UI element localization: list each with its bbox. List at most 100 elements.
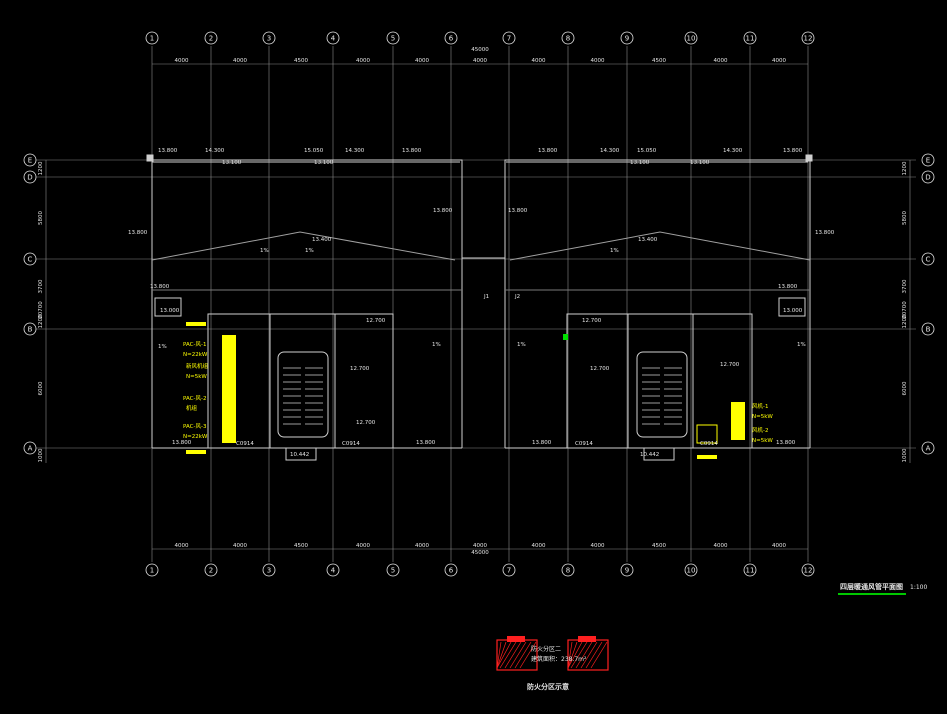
dim-right-1: 6000 bbox=[902, 381, 908, 395]
elev-top-right-5: 13.800 bbox=[783, 148, 803, 154]
dim-overall-top: 45000 bbox=[471, 47, 489, 53]
equip-unit-2: PAC-风-2 bbox=[183, 395, 206, 402]
elev-top-right-2: 14.300 bbox=[600, 148, 620, 154]
equip-note-1: N=22kW bbox=[183, 352, 208, 358]
dim-right-5: 1200 bbox=[902, 161, 908, 175]
axis-label-col-5-top: 5 bbox=[391, 35, 395, 43]
hatch-line-0-2 bbox=[496, 641, 512, 669]
elev-core-left-3: 12.700 bbox=[356, 420, 376, 426]
dim-top-3: 4000 bbox=[356, 58, 370, 64]
axis-bubble-col-12-bottom bbox=[801, 563, 815, 577]
axis-label-col-12-top: 12 bbox=[804, 35, 813, 43]
axis-bubble-col-7-top bbox=[502, 31, 516, 45]
legend-cap-2 bbox=[578, 636, 596, 642]
axis-label-col-3-bottom: 3 bbox=[267, 567, 271, 575]
dim-bottom-7: 4000 bbox=[591, 543, 605, 549]
axis-bubble-col-4-top bbox=[326, 31, 340, 45]
axis-bubble-col-8-top bbox=[561, 31, 575, 45]
slope-label-7: 1% bbox=[797, 342, 806, 348]
hatch-line-1-0 bbox=[567, 641, 573, 669]
elev-top-right-4: 14.300 bbox=[723, 148, 743, 154]
elev-core-left-1: 12.700 bbox=[366, 318, 386, 324]
axis-label-col-4-top: 4 bbox=[331, 35, 336, 43]
elev-top-left-4: 14.300 bbox=[345, 148, 365, 154]
axis-bubble-col-10-top bbox=[684, 31, 698, 45]
equip-note-3: N=22kW bbox=[183, 434, 208, 440]
dim-bottom-4: 4000 bbox=[415, 543, 429, 549]
axis-bubble-col-9-bottom bbox=[620, 563, 634, 577]
axis-label-col-8-bottom: 8 bbox=[566, 567, 570, 575]
slope-label-3: 1% bbox=[610, 248, 619, 254]
elev-top-left-2: 14.300 bbox=[205, 148, 225, 154]
axis-bubble-col-1-top bbox=[145, 31, 159, 45]
axis-bubble-col-5-bottom bbox=[386, 563, 400, 577]
equipment-riser-left bbox=[222, 335, 236, 443]
axis-label-col-10-top: 10 bbox=[687, 35, 696, 43]
equipment-riser-right bbox=[731, 402, 745, 440]
dim-left-4: 5800 bbox=[38, 211, 44, 225]
slope-label-5: 1% bbox=[432, 342, 441, 348]
axis-bubble-col-6-bottom bbox=[444, 563, 458, 577]
axis-label-col-5-bottom: 5 bbox=[391, 567, 395, 575]
dim-left-1: 6000 bbox=[38, 381, 44, 395]
axis-label-col-11-top: 11 bbox=[746, 35, 755, 43]
hatch-line-0-1 bbox=[496, 641, 507, 669]
legend-title: 防火分区示意 bbox=[527, 682, 569, 691]
slope-label-1: 1% bbox=[260, 248, 269, 254]
axis-label-row-B-right: B bbox=[926, 326, 931, 334]
axis-bubble-col-4-bottom bbox=[326, 563, 340, 577]
equip-right-unit-2: 风机-2 bbox=[752, 426, 768, 434]
dim-bottom-8: 4500 bbox=[652, 543, 666, 549]
axis-label-row-B-left: B bbox=[28, 326, 33, 334]
dim-top-9: 4000 bbox=[714, 58, 728, 64]
elev-mid-5: 13.800 bbox=[508, 208, 528, 214]
axis-label-col-12-bottom: 12 bbox=[804, 567, 813, 575]
dim-right-2: 1200 bbox=[902, 314, 908, 328]
elev-mid-2: 13.400 bbox=[312, 237, 332, 243]
axis-bubble-row-E-right bbox=[921, 153, 935, 167]
axis-bubble-col-3-top bbox=[262, 31, 276, 45]
elev-sub-1: 13.100 bbox=[222, 160, 242, 166]
axis-bubble-row-D-right bbox=[921, 170, 935, 184]
axis-bubble-row-C-right bbox=[921, 252, 935, 266]
slope-label-4: 1% bbox=[158, 344, 167, 350]
dim-bottom-1: 4000 bbox=[233, 543, 247, 549]
dim-left-0: 1000 bbox=[38, 448, 44, 462]
hatch-line-1-6 bbox=[585, 641, 603, 669]
legend-line-1: 防火分区二 bbox=[531, 645, 561, 653]
axis-bubble-col-3-bottom bbox=[262, 563, 276, 577]
equipment-label-bar-left-top bbox=[186, 322, 206, 326]
dim-left-5: 1200 bbox=[38, 161, 44, 175]
hatch-line-1-2 bbox=[567, 641, 583, 669]
equip-right-unit-1: 风机-1 bbox=[752, 402, 768, 410]
ref-label-b: J2 bbox=[514, 294, 520, 300]
elev-bottom-right-2: 13.800 bbox=[776, 440, 796, 446]
axis-bubble-col-12-top bbox=[801, 31, 815, 45]
elev-corner-4: 13.000 bbox=[783, 308, 803, 314]
hatch-line-0-0 bbox=[496, 641, 502, 669]
hatch-line-1-5 bbox=[580, 641, 598, 669]
elev-top-left-5: 13.800 bbox=[402, 148, 422, 154]
axis-bubble-col-7-bottom bbox=[502, 563, 516, 577]
equipment-right-group bbox=[696, 402, 745, 459]
elev-sub-2: 13.100 bbox=[314, 160, 334, 166]
elev-mid-6: 13.800 bbox=[815, 230, 835, 236]
axis-bubble-row-A-left bbox=[23, 441, 37, 455]
equip-right-note-1: N=5kW bbox=[752, 414, 773, 420]
dim-overall-bottom: 45000 bbox=[471, 550, 489, 556]
axis-label-col-9-bottom: 9 bbox=[625, 567, 629, 575]
axis-bubble-row-B-left bbox=[23, 322, 37, 336]
slope-label-6: 1% bbox=[517, 342, 526, 348]
axis-label-col-6-bottom: 6 bbox=[449, 567, 454, 575]
axis-label-col-10-bottom: 10 bbox=[687, 567, 696, 575]
dim-left-3: 3700 bbox=[38, 279, 44, 293]
dim-top-0: 4000 bbox=[175, 58, 189, 64]
axis-bubble-row-C-left bbox=[23, 252, 37, 266]
dim-top-7: 4000 bbox=[591, 58, 605, 64]
dim-left-2: 1200 bbox=[38, 314, 44, 328]
elev-top-right-3: 15.050 bbox=[637, 148, 657, 154]
hatch-line-1-1 bbox=[567, 641, 578, 669]
elev-bottom-left-2: 13.800 bbox=[416, 440, 436, 446]
axis-bubble-col-9-top bbox=[620, 31, 634, 45]
